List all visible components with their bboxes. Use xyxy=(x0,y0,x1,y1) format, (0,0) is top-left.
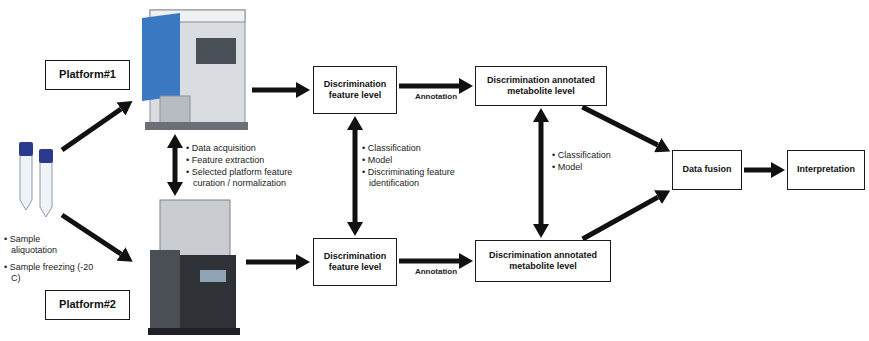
node-text: Discrimination feature level xyxy=(318,251,392,274)
instrument-window xyxy=(196,38,236,64)
node-text: Platform#2 xyxy=(59,298,116,312)
double-arrow xyxy=(173,148,178,182)
flow-connector xyxy=(353,130,358,222)
sample-tube xyxy=(19,142,53,217)
flow-connector xyxy=(399,84,459,89)
instrument-module xyxy=(160,200,230,258)
flow-connector xyxy=(744,168,771,173)
flow-connector xyxy=(539,122,544,224)
note-text: • Data acquisition xyxy=(186,143,315,154)
note-text: • Model xyxy=(552,162,659,173)
flow-connector xyxy=(582,107,657,145)
process-box: Discrimination feature level xyxy=(313,238,397,286)
front-panel xyxy=(150,250,180,330)
process-box: Discrimination annotated metabolite leve… xyxy=(475,240,611,282)
node-text: Interpretation xyxy=(797,164,855,175)
node-text: Discrimination annotated metabolite leve… xyxy=(480,250,606,273)
node-text: Platform#1 xyxy=(59,68,116,82)
edge-label: Annotation xyxy=(413,267,459,276)
process-box: Interpretation xyxy=(787,150,865,190)
note-text: • Discriminating feature identification xyxy=(362,167,469,189)
node-text: Discrimination annotated metabolite leve… xyxy=(480,75,602,98)
ion-source xyxy=(160,96,190,124)
front-panel xyxy=(142,13,180,101)
flow-arrow xyxy=(62,215,121,254)
flow-arrow xyxy=(246,260,296,265)
instrument-screen xyxy=(200,270,226,282)
mass-spectrometer xyxy=(142,10,248,130)
note-text: • Model xyxy=(362,155,469,166)
node-text: Data fusion xyxy=(682,164,731,175)
process-box: Discrimination annotated metabolite leve… xyxy=(475,66,607,106)
note-text: • Classification xyxy=(362,143,469,154)
tube-body xyxy=(20,155,32,210)
note-text: • Sample freezing (-20 C) xyxy=(4,262,97,284)
tube-cap xyxy=(39,149,53,163)
note-text: • Classification xyxy=(552,150,659,161)
note-text: • Selected platform feature curation / n… xyxy=(186,167,315,189)
note-text: • Feature extraction xyxy=(186,155,315,166)
tube-cap xyxy=(19,142,33,156)
process-box: Discrimination feature level xyxy=(313,66,397,114)
platform-box: Platform#2 xyxy=(45,290,130,320)
node-text: Discrimination feature level xyxy=(318,79,392,102)
note-text: • Sample aliquotation xyxy=(4,234,75,256)
edge-label: Annotation xyxy=(413,92,459,101)
tube-body xyxy=(40,162,52,217)
instrument-base xyxy=(148,328,240,335)
flow-connector xyxy=(399,259,459,264)
flow-arrow xyxy=(252,88,296,93)
instrument-base xyxy=(145,122,248,130)
process-box: Data fusion xyxy=(672,150,742,190)
platform-box: Platform#1 xyxy=(45,60,130,90)
flow-connector xyxy=(583,197,658,239)
mass-spectrometer xyxy=(148,200,240,335)
flow-arrow xyxy=(62,109,121,150)
